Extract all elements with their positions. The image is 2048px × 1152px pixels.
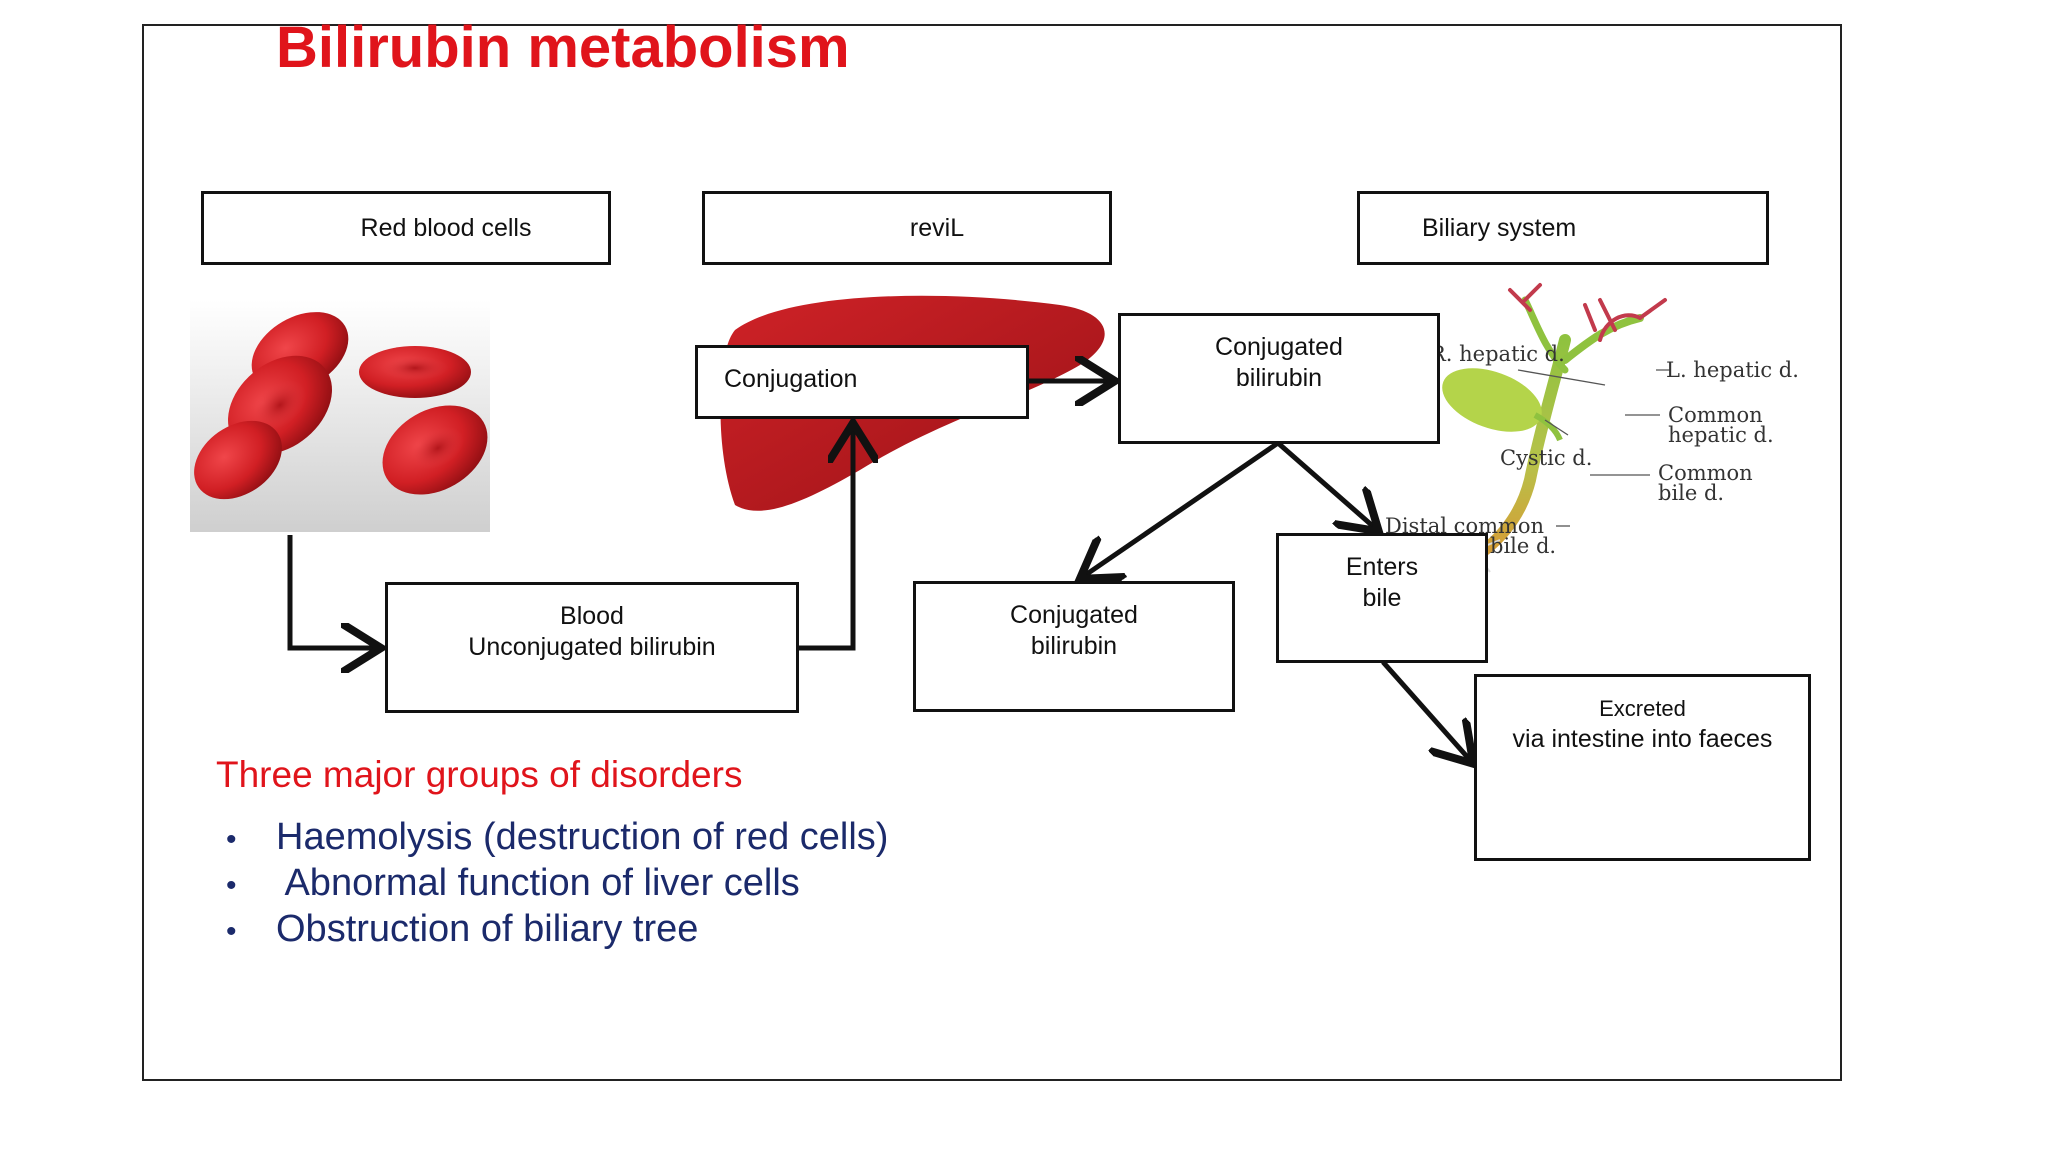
label-l-hepatic: L. hepatic d. — [1666, 358, 1799, 382]
flow-arrows — [287, 381, 1470, 760]
excreted-box: Excreted via intestine into faeces — [1474, 674, 1811, 861]
excreted-line-1: Excreted — [1599, 696, 1686, 721]
conjugated-bilirubin-bottom-box: Conjugated bilirubin — [913, 581, 1235, 712]
slide-frame — [142, 24, 1842, 1081]
blood-box: Blood Unconjugated bilirubin — [385, 582, 799, 713]
header-red-blood-cells: Red blood cells — [201, 191, 611, 265]
conjugation-label: Conjugation — [724, 365, 858, 393]
conjugated-top-line-1: Conjugated — [1215, 333, 1343, 361]
biliary-tree-image — [1442, 283, 1667, 576]
label-distal-common-2: bile d. — [1490, 534, 1556, 558]
red-blood-cells-image — [190, 300, 490, 532]
label-common-hepatic-1: Common — [1668, 403, 1763, 427]
enters-bile-line-2: bile — [1362, 584, 1402, 612]
header-biliary-system: Biliary system — [1357, 191, 1769, 265]
conjugated-bilirubin-top-box: Conjugated bilirubin — [1118, 313, 1440, 444]
bullet-icon: • — [226, 915, 237, 948]
label-common-hepatic-2: hepatic d. — [1668, 423, 1774, 447]
enters-bile-box: Enters bile — [1276, 533, 1488, 663]
label-cystic: Cystic d. — [1500, 446, 1592, 470]
label-common-bile-1: Common — [1658, 461, 1753, 485]
conjugated-top-line-2: bilirubin — [1235, 364, 1323, 392]
disorders-heading: Three major groups of disorders — [216, 754, 743, 795]
conjugated-bottom-line-1: Conjugated — [1010, 601, 1138, 629]
label-common-bile-2: bile d. — [1658, 481, 1724, 505]
disorder-item: •Obstruction of biliary tree — [226, 906, 888, 952]
disorder-item: •Haemolysis (destruction of red cells) — [226, 814, 888, 860]
label-r-hepatic: R. hepatic d. — [1430, 342, 1565, 366]
header-liver: reviL — [702, 191, 1112, 265]
slide-title: Bilirubin metabolism — [276, 15, 850, 80]
header-liver-label: reviL — [909, 213, 965, 242]
disorder-item: • Abnormal function of liver cells — [226, 860, 888, 906]
header-red-blood-cells-label: Red blood cells — [360, 213, 532, 242]
anatomy-pointers — [1517, 369, 1670, 527]
bullet-icon: • — [226, 823, 237, 856]
conjugation-box: Conjugation — [695, 345, 1029, 419]
enters-bile-line-1: Enters — [1345, 553, 1419, 581]
bullet-icon: • — [226, 869, 237, 902]
blood-line-1: Blood — [560, 602, 624, 630]
header-biliary-system-label: Biliary system — [1422, 213, 1577, 242]
disorders-list: •Haemolysis (destruction of red cells) •… — [226, 814, 888, 952]
blood-line-2: Unconjugated bilirubin — [468, 633, 716, 661]
conjugated-bottom-line-2: bilirubin — [1030, 632, 1118, 660]
excreted-line-2: via intestine into faeces — [1512, 725, 1773, 753]
